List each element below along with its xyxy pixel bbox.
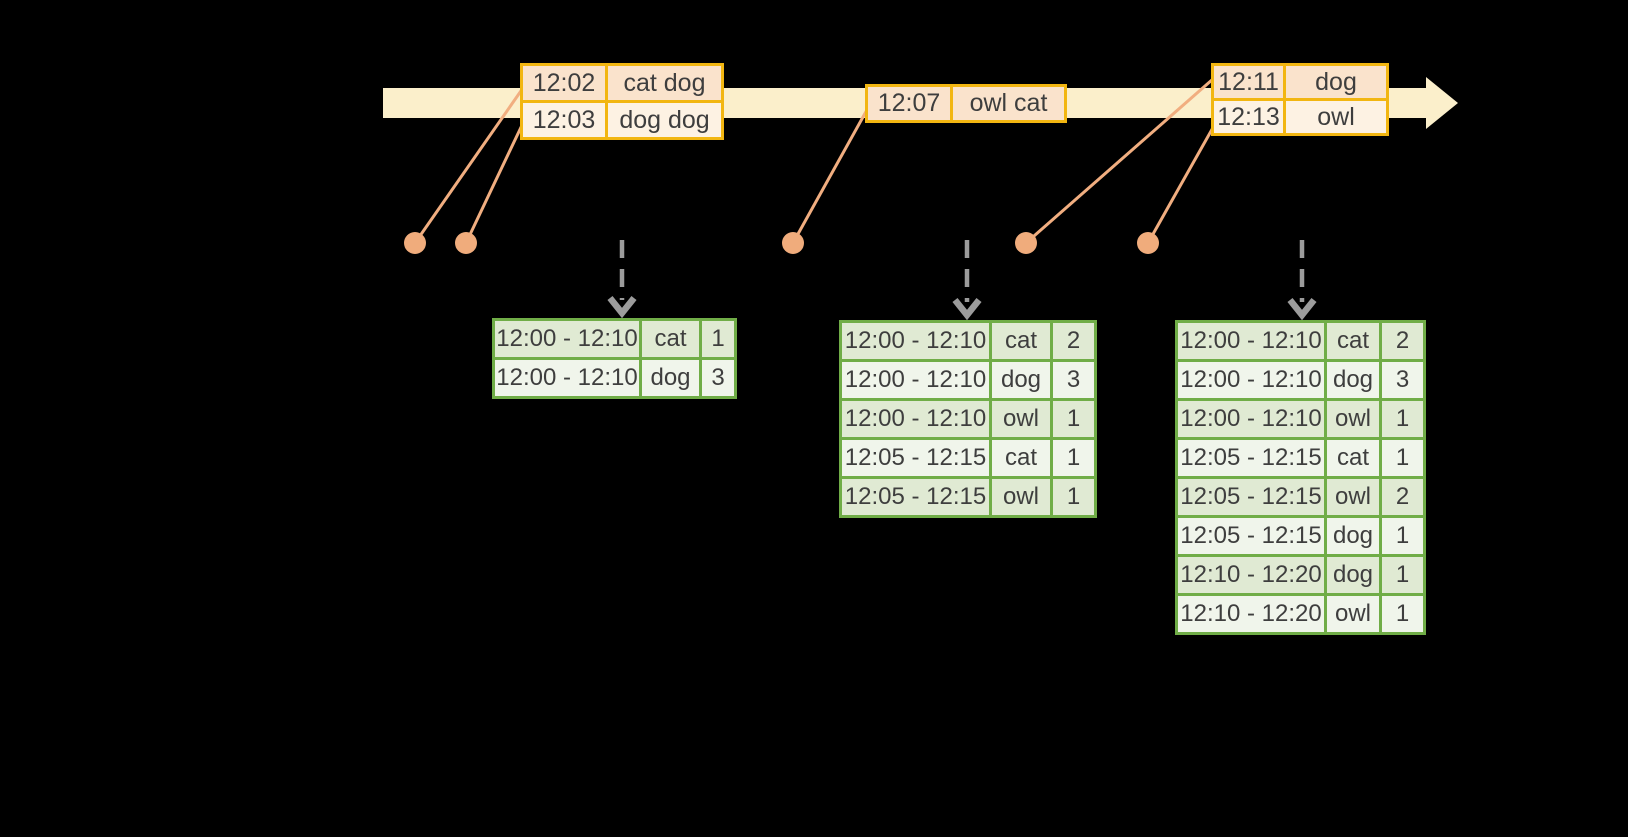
count-cell: 1 bbox=[702, 321, 734, 357]
window-cell: 12:10 - 12:20 bbox=[1178, 557, 1324, 593]
words-cell: dog dog bbox=[608, 103, 721, 137]
window-cell: 12:05 - 12:15 bbox=[842, 440, 989, 476]
word-cell: dog bbox=[992, 362, 1050, 398]
word-cell: owl bbox=[1327, 596, 1379, 632]
word-cell: owl bbox=[992, 479, 1050, 515]
event-connector-lines bbox=[413, 77, 1217, 245]
result-table-3: 12:00 - 12:10 cat 2 12:00 - 12:10 dog 3 … bbox=[1175, 320, 1426, 635]
time-cell: 12:07 bbox=[868, 87, 950, 120]
window-cell: 12:00 - 12:10 bbox=[1178, 401, 1324, 437]
trigger-arrowhead-icon bbox=[1287, 297, 1317, 321]
word-cell: dog bbox=[1327, 557, 1379, 593]
trigger-arrows bbox=[607, 240, 1317, 321]
event-dots bbox=[404, 232, 1159, 254]
connector-line bbox=[1146, 123, 1217, 244]
count-cell: 2 bbox=[1053, 323, 1094, 359]
words-cell: dog bbox=[1286, 66, 1386, 98]
window-cell: 12:05 - 12:15 bbox=[1178, 518, 1324, 554]
count-cell: 1 bbox=[1382, 401, 1423, 437]
event-table-3: 12:11 dog 12:13 owl bbox=[1211, 63, 1389, 136]
count-cell: 1 bbox=[1382, 557, 1423, 593]
timeline-arrowhead-icon bbox=[1426, 77, 1458, 129]
connector-line bbox=[464, 120, 526, 244]
trigger-arrowhead-icon bbox=[607, 295, 637, 319]
word-cell: owl bbox=[1327, 401, 1379, 437]
window-cell: 12:00 - 12:10 bbox=[1178, 323, 1324, 359]
word-cell: cat bbox=[1327, 440, 1379, 476]
result-table-1: 12:00 - 12:10 cat 1 12:00 - 12:10 dog 3 bbox=[492, 318, 737, 399]
word-cell: cat bbox=[992, 323, 1050, 359]
window-cell: 12:05 - 12:15 bbox=[1178, 479, 1324, 515]
connector-line bbox=[413, 87, 525, 244]
window-cell: 12:00 - 12:10 bbox=[1178, 362, 1324, 398]
window-cell: 12:00 - 12:10 bbox=[495, 321, 639, 357]
count-cell: 3 bbox=[1053, 362, 1094, 398]
connector-line bbox=[1025, 77, 1214, 245]
event-dot bbox=[404, 232, 426, 254]
count-cell: 1 bbox=[1382, 596, 1423, 632]
result-table-2: 12:00 - 12:10 cat 2 12:00 - 12:10 dog 3 … bbox=[839, 320, 1097, 518]
time-cell: 12:02 bbox=[523, 66, 605, 100]
event-dot bbox=[1015, 232, 1037, 254]
word-cell: dog bbox=[1327, 518, 1379, 554]
word-cell: owl bbox=[1327, 479, 1379, 515]
event-table-1: 12:02 cat dog 12:03 dog dog bbox=[520, 63, 724, 140]
count-cell: 1 bbox=[1053, 440, 1094, 476]
count-cell: 3 bbox=[702, 360, 734, 396]
count-cell: 2 bbox=[1382, 479, 1423, 515]
event-dot bbox=[782, 232, 804, 254]
window-cell: 12:00 - 12:10 bbox=[842, 323, 989, 359]
window-cell: 12:00 - 12:10 bbox=[842, 401, 989, 437]
time-cell: 12:11 bbox=[1214, 66, 1283, 98]
window-cell: 12:00 - 12:10 bbox=[495, 360, 639, 396]
window-cell: 12:00 - 12:10 bbox=[842, 362, 989, 398]
word-cell: dog bbox=[1327, 362, 1379, 398]
words-cell: owl bbox=[1286, 101, 1386, 133]
words-cell: cat dog bbox=[608, 66, 721, 100]
count-cell: 2 bbox=[1382, 323, 1423, 359]
word-cell: dog bbox=[642, 360, 699, 396]
count-cell: 1 bbox=[1053, 401, 1094, 437]
event-table-2: 12:07 owl cat bbox=[865, 84, 1067, 123]
connector-line bbox=[791, 107, 870, 244]
word-cell: cat bbox=[1327, 323, 1379, 359]
window-cell: 12:05 - 12:15 bbox=[1178, 440, 1324, 476]
time-cell: 12:13 bbox=[1214, 101, 1283, 133]
window-cell: 12:05 - 12:15 bbox=[842, 479, 989, 515]
word-cell: cat bbox=[642, 321, 699, 357]
count-cell: 3 bbox=[1382, 362, 1423, 398]
words-cell: owl cat bbox=[953, 87, 1064, 120]
count-cell: 1 bbox=[1053, 479, 1094, 515]
event-dot bbox=[455, 232, 477, 254]
event-dot bbox=[1137, 232, 1159, 254]
window-cell: 12:10 - 12:20 bbox=[1178, 596, 1324, 632]
trigger-arrowhead-icon bbox=[952, 297, 982, 321]
count-cell: 1 bbox=[1382, 518, 1423, 554]
time-cell: 12:03 bbox=[523, 103, 605, 137]
word-cell: owl bbox=[992, 401, 1050, 437]
word-cell: cat bbox=[992, 440, 1050, 476]
count-cell: 1 bbox=[1382, 440, 1423, 476]
